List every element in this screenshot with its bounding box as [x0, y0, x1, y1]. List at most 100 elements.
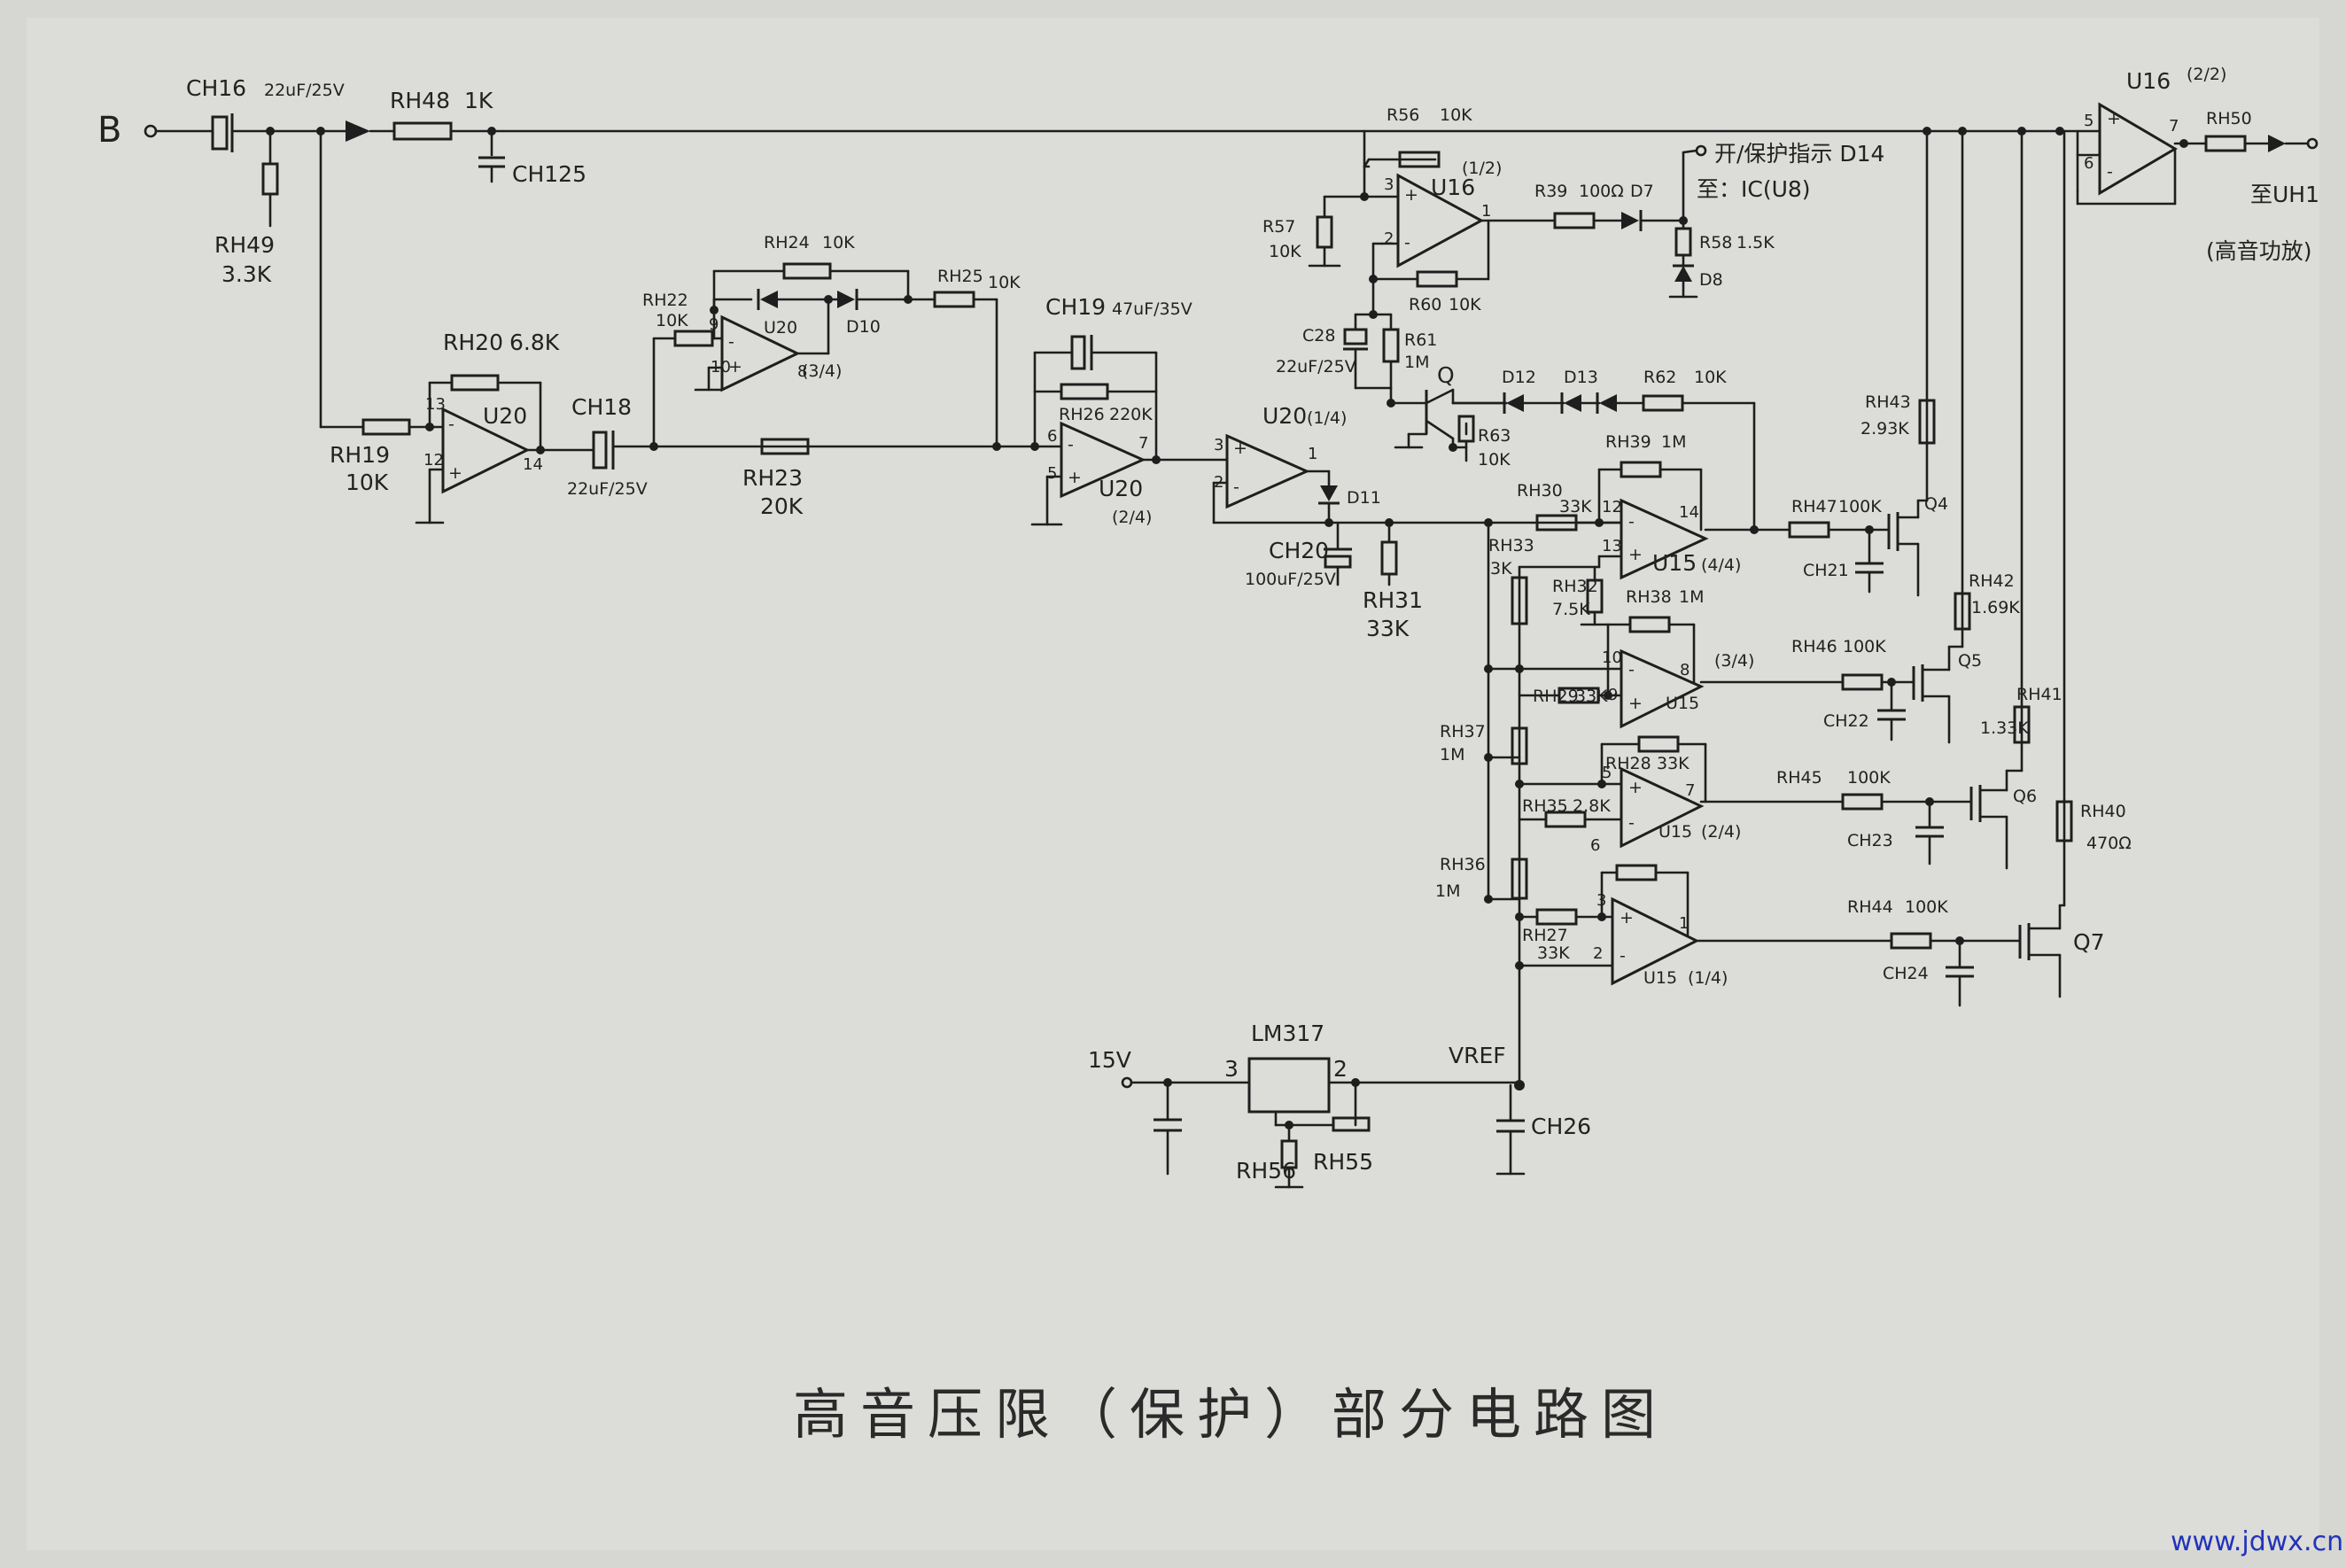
resistor-value: 10K	[1269, 242, 1301, 261]
svg-text:-: -	[2107, 162, 2113, 182]
resistor-label: RH30	[1517, 481, 1563, 501]
transistor-label: Q7	[2073, 929, 2105, 955]
svg-text:+: +	[1628, 694, 1643, 713]
reference-ladder: RH30 33K RH33 3K RH37 1M RH36 1M	[1435, 481, 1623, 970]
svg-text:-: -	[1068, 435, 1074, 454]
resistor-value: 100Ω	[1579, 182, 1624, 201]
svg-text:5: 5	[2084, 112, 2094, 130]
opamp-unit: (1/4)	[1688, 968, 1728, 988]
opamp-U20-3: RH22 10K - + 9 10 8 U20 (3/4) RH24 10K D…	[642, 233, 1021, 451]
supply-label: 15V	[1088, 1047, 1131, 1073]
svg-text:7: 7	[1685, 781, 1695, 800]
opamp-unit: (2/4)	[1112, 508, 1152, 527]
watermark: www.jdwx.cn	[2171, 1526, 2343, 1557]
resistor-RH40	[2055, 800, 2073, 842]
capacitor-value: 47uF/35V	[1112, 299, 1192, 319]
indicator-note: 开/保护指示 D14	[1714, 141, 1884, 167]
resistor-label: RH22	[642, 291, 688, 310]
resistor-label: RH43	[1865, 392, 1911, 412]
capacitor-C28	[1343, 328, 1368, 345]
resistor-value: 7.5K	[1552, 600, 1590, 619]
opamp-unit: (3/4)	[1714, 651, 1754, 671]
transistor-label: Q5	[1958, 651, 1982, 671]
resistor-label: RH40	[2080, 802, 2126, 821]
svg-text:-: -	[1628, 813, 1635, 833]
transistor-label: Q4	[1924, 494, 1948, 514]
resistor-label: R61	[1404, 330, 1437, 350]
resistor-value: 1.5K	[1736, 233, 1775, 252]
resistor-label: RH48	[390, 88, 450, 113]
output-note-sub: (高音功放)	[2206, 238, 2312, 264]
diode-D11-icon	[1320, 485, 1338, 501]
resistor-label: RH29	[1533, 687, 1579, 706]
capacitor-value: 100uF/25V	[1245, 570, 1336, 589]
transistor-Q6: Q6	[1969, 769, 2037, 870]
opamp-U15-3: - + 10 9 8 U15 (3/4) RH29 33K RH38 1M RH…	[1518, 129, 2020, 744]
resistor-label: RH46	[1791, 637, 1837, 656]
opamp-label: U15	[1643, 968, 1677, 988]
resistor-value: 33K	[1559, 497, 1592, 516]
resistor-label: RH47	[1791, 497, 1837, 516]
resistor-value: 6.8K	[509, 330, 560, 355]
svg-text:2: 2	[1384, 229, 1394, 248]
resistor-value: 10K	[822, 233, 855, 252]
resistor-label: RH27	[1522, 926, 1568, 945]
resistor-label: R57	[1262, 217, 1295, 237]
resistor-label: RH38	[1626, 587, 1672, 607]
opamp-unit: (3/4)	[802, 361, 842, 381]
resistor-value: 20K	[760, 493, 804, 519]
resistor-label: RH19	[330, 442, 390, 468]
diode-D7-icon	[1621, 212, 1639, 229]
resistor-label: RH20	[443, 330, 503, 355]
resistor-value: 10K	[346, 470, 389, 495]
opamp-U20-stage1: RH19 10K 13 12 - + RH20 6.8K U20 14	[319, 129, 595, 524]
svg-text:3: 3	[1384, 175, 1394, 194]
indicator-note-sub: 至：IC(U8)	[1697, 176, 1811, 202]
svg-text:6: 6	[1590, 836, 1600, 855]
resistor-label: RH26	[1059, 405, 1105, 424]
resistor-value: 1.33K	[1980, 718, 2029, 738]
capacitor-CH19	[1070, 335, 1086, 370]
resistor-value: 33K	[1575, 687, 1608, 706]
resistor-RH34	[1511, 726, 1528, 765]
capacitor-label: CH16	[186, 75, 246, 101]
resistor-label: RH50	[2206, 109, 2252, 128]
resistor-label: RH55	[1313, 1149, 1373, 1175]
transistor-label: Q6	[2013, 787, 2037, 806]
opamp-unit: (2/4)	[1701, 822, 1741, 842]
resistor-label: RH32	[1552, 577, 1598, 596]
svg-text:13: 13	[1602, 537, 1622, 555]
resistor-label: RH24	[764, 233, 810, 252]
resistor-value: 3K	[1490, 559, 1512, 578]
opamp-U15-2: + - 5 6 7 U15 (2/4) RH35 2.8K RH28 33K R…	[1518, 129, 2062, 870]
svg-text:14: 14	[1679, 503, 1699, 522]
resistor-label: RH23	[742, 465, 803, 491]
resistor-value: 1K	[464, 88, 493, 113]
resistor-label: R58	[1699, 233, 1732, 252]
capacitor-label: CH24	[1883, 964, 1929, 983]
svg-text:12: 12	[1602, 498, 1622, 516]
svg-text:+: +	[1620, 908, 1634, 928]
output-note: 至UH1	[2250, 182, 2319, 207]
svg-text:+: +	[1628, 545, 1643, 564]
opamp-label: U20	[1262, 403, 1307, 429]
capacitor-label: CH23	[1847, 831, 1893, 850]
diode-D10-icon	[837, 291, 855, 308]
opamp-label: U16	[1431, 175, 1475, 200]
svg-text:+: +	[1628, 778, 1643, 797]
svg-text:7: 7	[1138, 434, 1148, 453]
resistor-value: 100K	[1905, 897, 1948, 917]
resistor-label: R39	[1534, 182, 1567, 201]
resistor-value: 1M	[1661, 432, 1686, 452]
diode-label: D10	[846, 317, 881, 337]
regulator-label: LM317	[1251, 1021, 1324, 1046]
resistor-value: 10K	[1440, 105, 1472, 125]
svg-text:-: -	[1620, 946, 1626, 966]
capacitor-label: CH125	[512, 161, 586, 187]
resistor-RH43	[1918, 399, 1936, 445]
opamp-U15-1: + - 3 2 1 U15 (1/4) RH27 33K RH27 RH44 1…	[1518, 129, 2132, 1007]
resistor-label: RH44	[1847, 897, 1893, 917]
svg-text:-: -	[1628, 512, 1635, 532]
capacitor-label: CH20	[1269, 538, 1329, 563]
svg-text:6: 6	[1047, 427, 1057, 446]
